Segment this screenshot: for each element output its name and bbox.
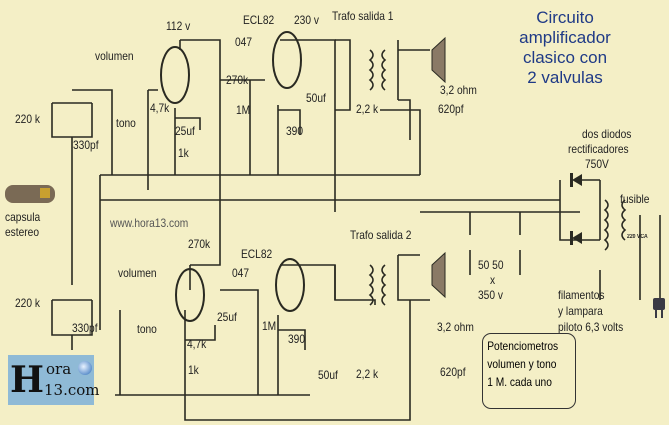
label-r270k-2: 270k (188, 237, 211, 251)
label-c25uf-2: 25uf (217, 310, 237, 324)
label-r390-2: 390 (288, 332, 306, 346)
label-tono: tono (116, 116, 136, 130)
label-r1M: 1M (236, 103, 251, 117)
label-c620: 620pf (438, 102, 464, 116)
label-c330: 330pf (73, 138, 99, 152)
diodes (570, 173, 582, 245)
label-volumen: volumen (95, 49, 134, 63)
logo-text: ora (46, 360, 72, 378)
label-r47k-2: 4,7k (187, 337, 207, 351)
label-diodes: 750V (585, 157, 609, 171)
label-c50uf: 50uf (306, 91, 326, 105)
label-c620-2: 620pf (440, 365, 466, 379)
label-trafo-2: Trafo salida 2 (350, 228, 412, 242)
label-speaker: 3,2 ohm (440, 83, 477, 97)
label-r22k-2: 2,2 k (356, 367, 379, 381)
diagram-title: Circuito amplificador clasico con 2 valv… (500, 8, 630, 88)
globe-icon (78, 361, 92, 375)
logo-text: 13.com (44, 381, 100, 399)
title-line: 2 valvulas (527, 68, 603, 87)
label-r390: 390 (286, 124, 304, 138)
label-tube-ch2: ECL82 (241, 247, 273, 261)
transformers (368, 49, 627, 306)
label-cap-047-2: 047 (232, 266, 250, 280)
label-r47k: 4,7k (150, 101, 170, 115)
label-voltage-112: 112 v (166, 19, 191, 33)
label-r1k: 1k (178, 146, 189, 160)
label-speaker-2: 3,2 ohm (437, 320, 474, 334)
label-diodes: dos diodos (582, 127, 632, 141)
label-estereo: estereo (5, 225, 40, 239)
speaker-ch2 (431, 251, 446, 299)
label-trafo-1: Trafo salida 1 (332, 9, 394, 23)
label-r220k: 220 k (15, 112, 40, 126)
note-line: volumen y tono (487, 357, 557, 371)
speaker-ch1 (431, 36, 446, 84)
label-mains: 220 VCA (627, 234, 648, 240)
label-r1k-2: 1k (188, 363, 199, 377)
plug-icon (653, 298, 665, 318)
tube-ch1-power (272, 31, 302, 89)
tube-ch1-preamp (160, 46, 190, 104)
label-filaments: piloto 6,3 volts (558, 320, 624, 334)
diode-2 (570, 231, 582, 245)
label-filaments: y lampara (558, 304, 603, 318)
label-volumen-2: volumen (118, 266, 157, 280)
label-c50uf-2: 50uf (318, 368, 338, 382)
label-diodes: rectificadores (568, 142, 629, 156)
note-line: 1 M. cada uno (487, 375, 552, 389)
label-fuse: fusible (620, 192, 650, 206)
note-line: Potenciometros (487, 339, 559, 353)
label-caps: 50 50 (478, 258, 504, 272)
label-voltage-230: 230 v (294, 13, 319, 27)
logo-letter: H (10, 359, 45, 401)
wiring (51, 39, 661, 421)
tube-ch2-preamp (175, 268, 205, 322)
label-tono-2: tono (137, 322, 157, 336)
potentiometer-note: Potenciometros volumen y tono 1 M. cada … (482, 333, 576, 409)
label-capsula: capsula (5, 210, 41, 224)
label-caps: x (490, 273, 496, 287)
label-r1M-2: 1M (262, 319, 277, 333)
tube-ch2-power (275, 258, 305, 312)
label-filaments: filamentos (558, 288, 605, 302)
label-c330-2: 330pf (72, 321, 98, 335)
title-line: Circuito (536, 8, 594, 27)
title-line: amplificador (519, 28, 611, 47)
website-watermark[interactable]: www.hora13.com (110, 216, 189, 230)
label-r220k-2: 220 k (15, 296, 40, 310)
label-c25uf: 25uf (175, 124, 195, 138)
speakers (431, 36, 446, 299)
title-line: clasico con (522, 48, 608, 67)
label-tube-ch1: ECL82 (243, 13, 275, 27)
cartridge-icon (5, 185, 55, 203)
tubes (160, 31, 305, 322)
label-caps: 350 v (478, 288, 503, 302)
hora13-logo: H ora 13.com (8, 355, 100, 405)
label-r22k: 2,2 k (356, 102, 379, 116)
label-cap-047: 047 (235, 35, 253, 49)
diode-1 (570, 173, 582, 187)
label-r270k: 270k (226, 73, 249, 87)
